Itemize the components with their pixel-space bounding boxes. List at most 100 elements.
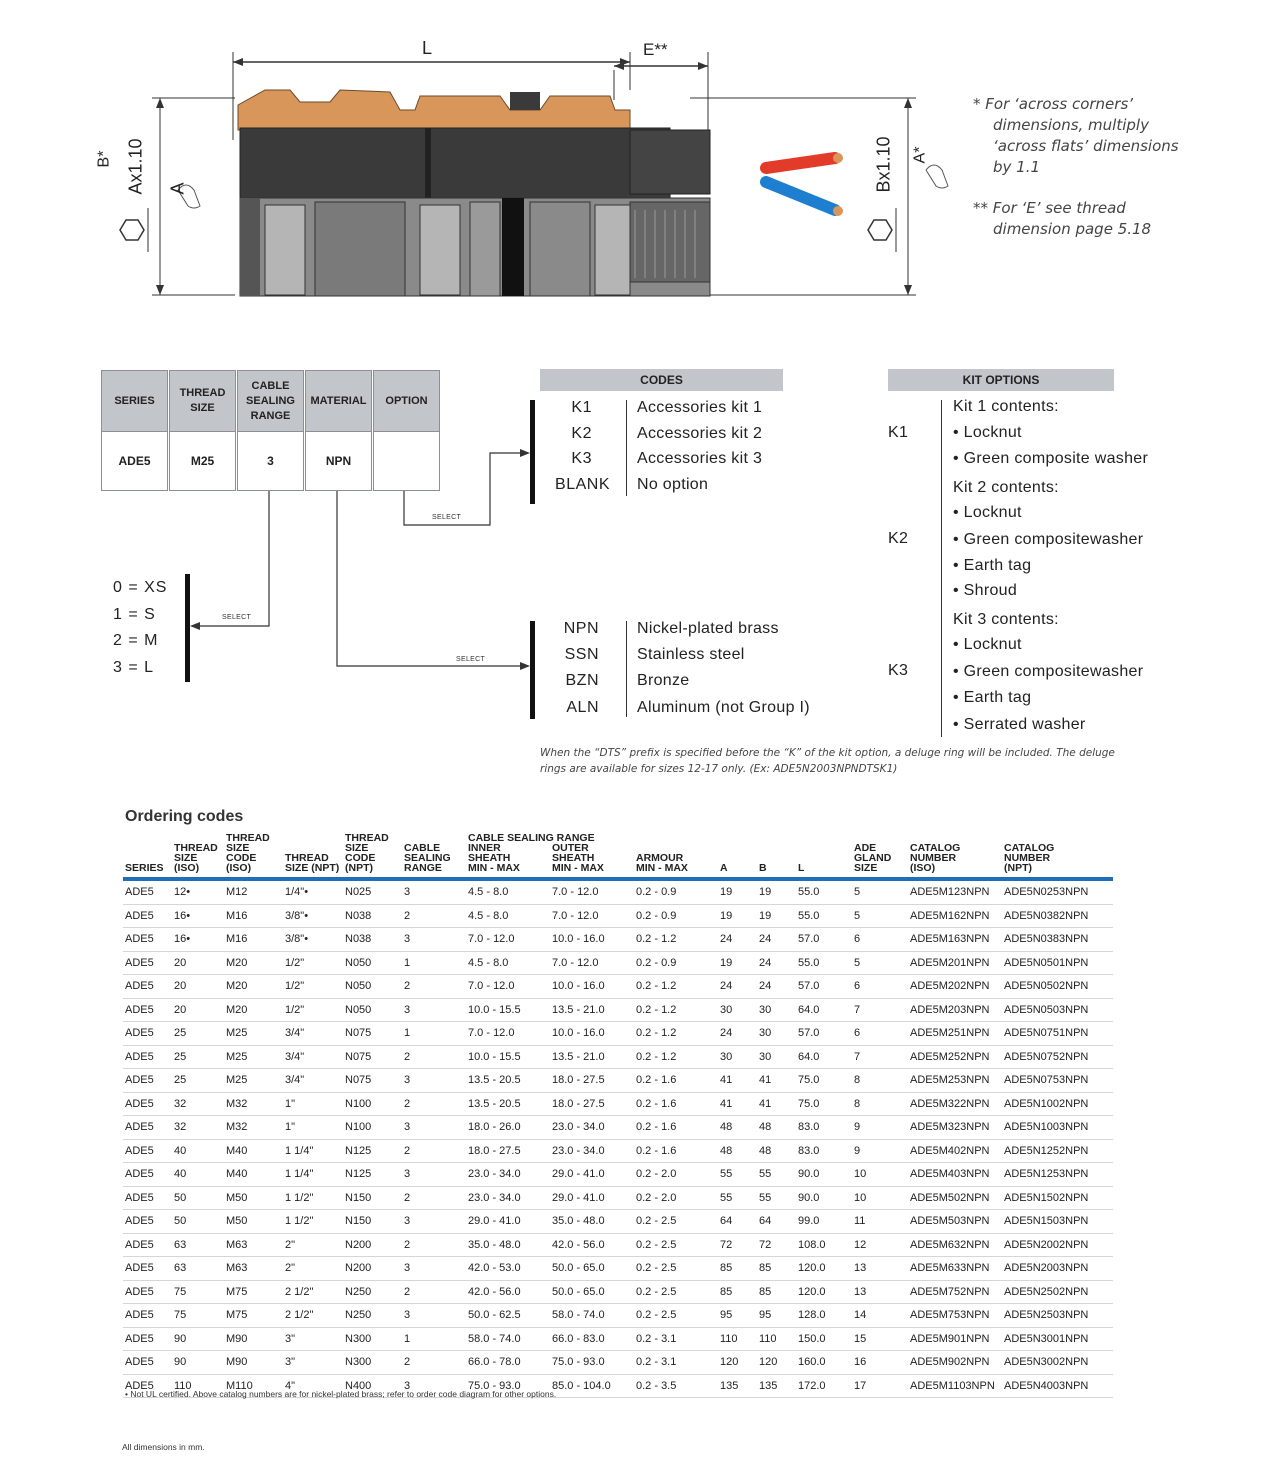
table-cell: ADE5 bbox=[123, 1209, 172, 1234]
table-cell: 75.0 - 93.0 bbox=[550, 1350, 634, 1375]
kit2-item: • Earth tag bbox=[953, 557, 1032, 574]
table-cell: 3/4" bbox=[283, 1021, 343, 1046]
table-cell: 30 bbox=[757, 998, 796, 1022]
table-cell: 13.5 - 20.5 bbox=[466, 1068, 550, 1093]
table-cell: 58.0 - 74.0 bbox=[550, 1303, 634, 1328]
table-cell: 0.2 - 0.9 bbox=[634, 879, 718, 905]
table-cell: 110 bbox=[172, 1374, 224, 1398]
table-cell: ADE5 bbox=[123, 879, 172, 905]
table-cell: 40 bbox=[172, 1162, 224, 1187]
kit-item-text: Earth tag bbox=[963, 557, 1032, 574]
table-cell: ADE5N0503NPN bbox=[1002, 998, 1113, 1022]
table-cell: 57.0 bbox=[796, 974, 852, 999]
table-cell: 24 bbox=[757, 927, 796, 952]
order-code-values: ADE5 M25 3 NPN bbox=[101, 431, 441, 491]
table-cell: ADE5N1003NPN bbox=[1002, 1115, 1113, 1140]
table-cell: 7.0 - 12.0 bbox=[466, 1021, 550, 1046]
table-cell: ADE5M632NPN bbox=[908, 1233, 1002, 1257]
table-cell: 64 bbox=[757, 1209, 796, 1234]
table-cell: M110 bbox=[224, 1374, 283, 1398]
table-cell: 2" bbox=[283, 1233, 343, 1257]
header-material: MATERIAL bbox=[305, 370, 372, 432]
table-cell: 160.0 bbox=[796, 1350, 852, 1375]
table-cell: M63 bbox=[224, 1233, 283, 1257]
table-cell: ADE5M1103NPN bbox=[908, 1374, 1002, 1398]
table-cell: 30 bbox=[757, 1021, 796, 1046]
table-cell: 0.2 - 1.6 bbox=[634, 1092, 718, 1116]
table-cell: 2 bbox=[402, 1350, 466, 1375]
table-cell: 1/4"• bbox=[283, 879, 343, 905]
table-cell: ADE5 bbox=[123, 1350, 172, 1375]
table-cell: 85 bbox=[718, 1280, 757, 1304]
table-cell: 3 bbox=[402, 1303, 466, 1328]
table-cell: N300 bbox=[343, 1327, 402, 1351]
table-cell: 0.2 - 3.5 bbox=[634, 1374, 718, 1398]
table-cell: 0.2 - 1.2 bbox=[634, 974, 718, 999]
table-cell: 18.0 - 26.0 bbox=[466, 1115, 550, 1140]
table-cell: 1 bbox=[402, 1021, 466, 1046]
table-cell: 0.2 - 1.6 bbox=[634, 1115, 718, 1140]
table-cell: 1/2" bbox=[283, 998, 343, 1022]
table-cell: M40 bbox=[224, 1162, 283, 1187]
table-cell: 19 bbox=[718, 904, 757, 928]
table-cell: N300 bbox=[343, 1350, 402, 1375]
table-cell: ADE5 bbox=[123, 951, 172, 975]
kit3-item: • Green compositewasher bbox=[953, 663, 1144, 680]
table-cell: ADE5 bbox=[123, 1327, 172, 1351]
table-cell: ADE5M902NPN bbox=[908, 1350, 1002, 1375]
table-cell: ADE5N0753NPN bbox=[1002, 1068, 1113, 1093]
table-cell: 5 bbox=[852, 904, 908, 928]
table-cell: N050 bbox=[343, 951, 402, 975]
table-cell: 3 bbox=[402, 1162, 466, 1187]
table-cell: M16 bbox=[224, 904, 283, 928]
dim-E-label: E** bbox=[643, 40, 668, 59]
value-material: NPN bbox=[305, 431, 372, 491]
kit-item-text: Shroud bbox=[963, 582, 1018, 599]
kit-options-footnote: When the “DTS” prefix is specified befor… bbox=[540, 745, 1115, 777]
table-cell: ADE5 bbox=[123, 974, 172, 999]
material-npn-desc: Nickel-plated brass bbox=[637, 620, 779, 637]
table-cell: ADE5N0382NPN bbox=[1002, 904, 1113, 928]
table-cell: 64.0 bbox=[796, 1045, 852, 1069]
kit1-item: • Green composite washer bbox=[953, 450, 1149, 467]
table-cell: M75 bbox=[224, 1303, 283, 1328]
header-series: SERIES bbox=[101, 370, 168, 432]
table-cell: ADE5M753NPN bbox=[908, 1303, 1002, 1328]
table-cell: 110 bbox=[757, 1327, 796, 1351]
table-cell: N075 bbox=[343, 1021, 402, 1046]
table-cell: ADE5N0501NPN bbox=[1002, 951, 1113, 975]
table-cell: ADE5M402NPN bbox=[908, 1139, 1002, 1163]
value-series: ADE5 bbox=[101, 431, 168, 491]
table-cell: 2 bbox=[402, 1280, 466, 1304]
table-cell: 3 bbox=[402, 1209, 466, 1234]
table-cell: 0.2 - 2.0 bbox=[634, 1186, 718, 1210]
table-cell: ADE5M502NPN bbox=[908, 1186, 1002, 1210]
header-cable-sealing-range: CABLE SEALING RANGE bbox=[237, 370, 304, 432]
table-cell: N125 bbox=[343, 1162, 402, 1187]
table-cell: 120 bbox=[757, 1350, 796, 1375]
table-cell: 10.0 - 16.0 bbox=[550, 1021, 634, 1046]
table-cell: 4.5 - 8.0 bbox=[466, 879, 550, 905]
kit2-heading: Kit 2 contents: bbox=[953, 479, 1059, 496]
material-aln-desc: Aluminum (not Group I) bbox=[637, 699, 810, 716]
table-cell: 135 bbox=[757, 1374, 796, 1398]
table-cell: M40 bbox=[224, 1139, 283, 1163]
table-cell: 10 bbox=[852, 1186, 908, 1210]
note-line: * For ‘across corners’ bbox=[973, 95, 1134, 113]
range-option: 1 = S bbox=[113, 605, 156, 623]
code-k2-desc: Accessories kit 2 bbox=[637, 425, 763, 442]
table-cell: 6 bbox=[852, 927, 908, 952]
table-cell: 13.5 - 20.5 bbox=[466, 1092, 550, 1116]
table-cell: 9 bbox=[852, 1115, 908, 1140]
table-cell: 50 bbox=[172, 1209, 224, 1234]
table-cell: 57.0 bbox=[796, 927, 852, 952]
table-cell: ADE5M253NPN bbox=[908, 1068, 1002, 1093]
